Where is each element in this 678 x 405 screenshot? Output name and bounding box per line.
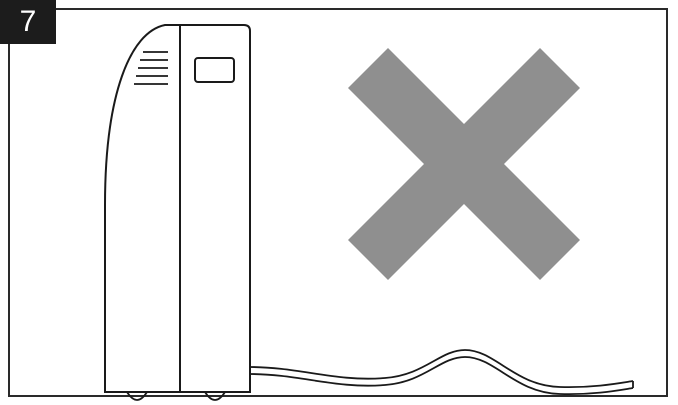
- prohibited-x-icon: [348, 48, 580, 280]
- unit-body-outline: [105, 25, 250, 392]
- step-number-badge: 7: [0, 0, 56, 44]
- portable-air-conditioner-icon: [105, 25, 250, 400]
- power-cord-icon: [249, 350, 633, 394]
- rear-caster-wheel: [205, 392, 225, 400]
- front-caster-wheel: [127, 392, 147, 400]
